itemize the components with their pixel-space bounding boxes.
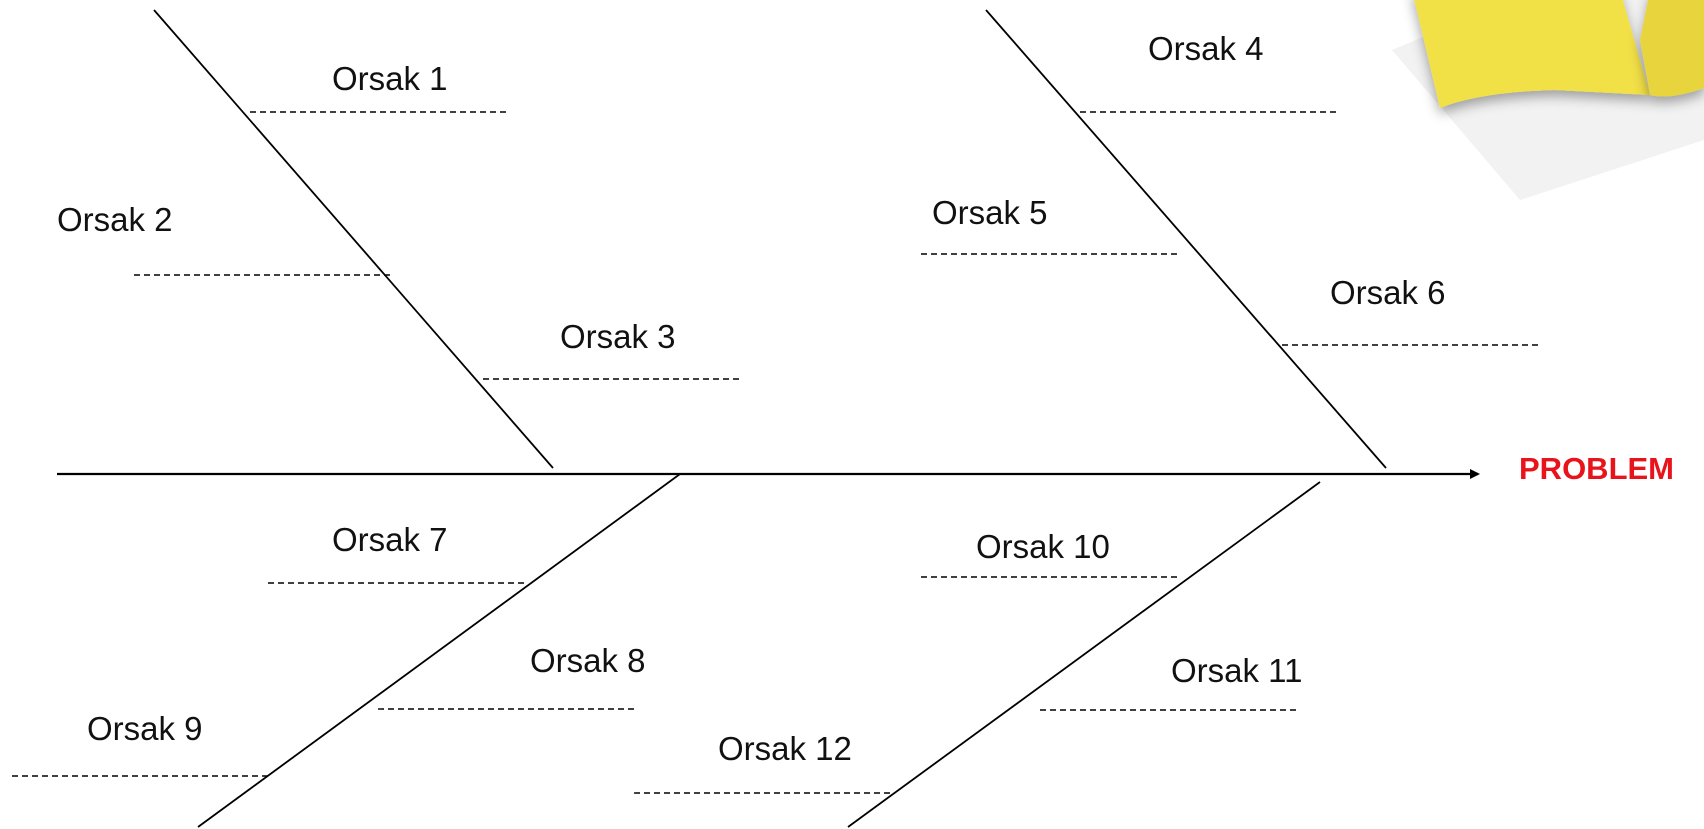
cause-label-orsak-1: Orsak 1 bbox=[332, 60, 448, 97]
bone-lower-left bbox=[197, 473, 681, 828]
bone-upper-left bbox=[153, 9, 554, 469]
cause-label-orsak-11: Orsak 11 bbox=[1171, 652, 1302, 689]
cause-label-orsak-4: Orsak 4 bbox=[1148, 30, 1264, 67]
problem-label: PROBLEM bbox=[1519, 451, 1674, 486]
sticky-note-decoration bbox=[1392, 0, 1704, 200]
cause-label-orsak-8: Orsak 8 bbox=[530, 642, 646, 679]
cause-label-orsak-3: Orsak 3 bbox=[560, 318, 676, 355]
cause-label-orsak-2: Orsak 2 bbox=[57, 201, 173, 238]
cause-label-orsak-5: Orsak 5 bbox=[932, 194, 1048, 231]
bone-upper-right bbox=[985, 9, 1387, 469]
cause-label-orsak-9: Orsak 9 bbox=[87, 710, 203, 747]
cause-label-orsak-6: Orsak 6 bbox=[1330, 274, 1446, 311]
cause-label-orsak-12: Orsak 12 bbox=[718, 730, 852, 767]
bone-lower-right bbox=[847, 481, 1321, 828]
cause-label-orsak-7: Orsak 7 bbox=[332, 521, 448, 558]
sticky-note-icon bbox=[1414, 0, 1650, 108]
cause-label-orsak-10: Orsak 10 bbox=[976, 528, 1110, 565]
